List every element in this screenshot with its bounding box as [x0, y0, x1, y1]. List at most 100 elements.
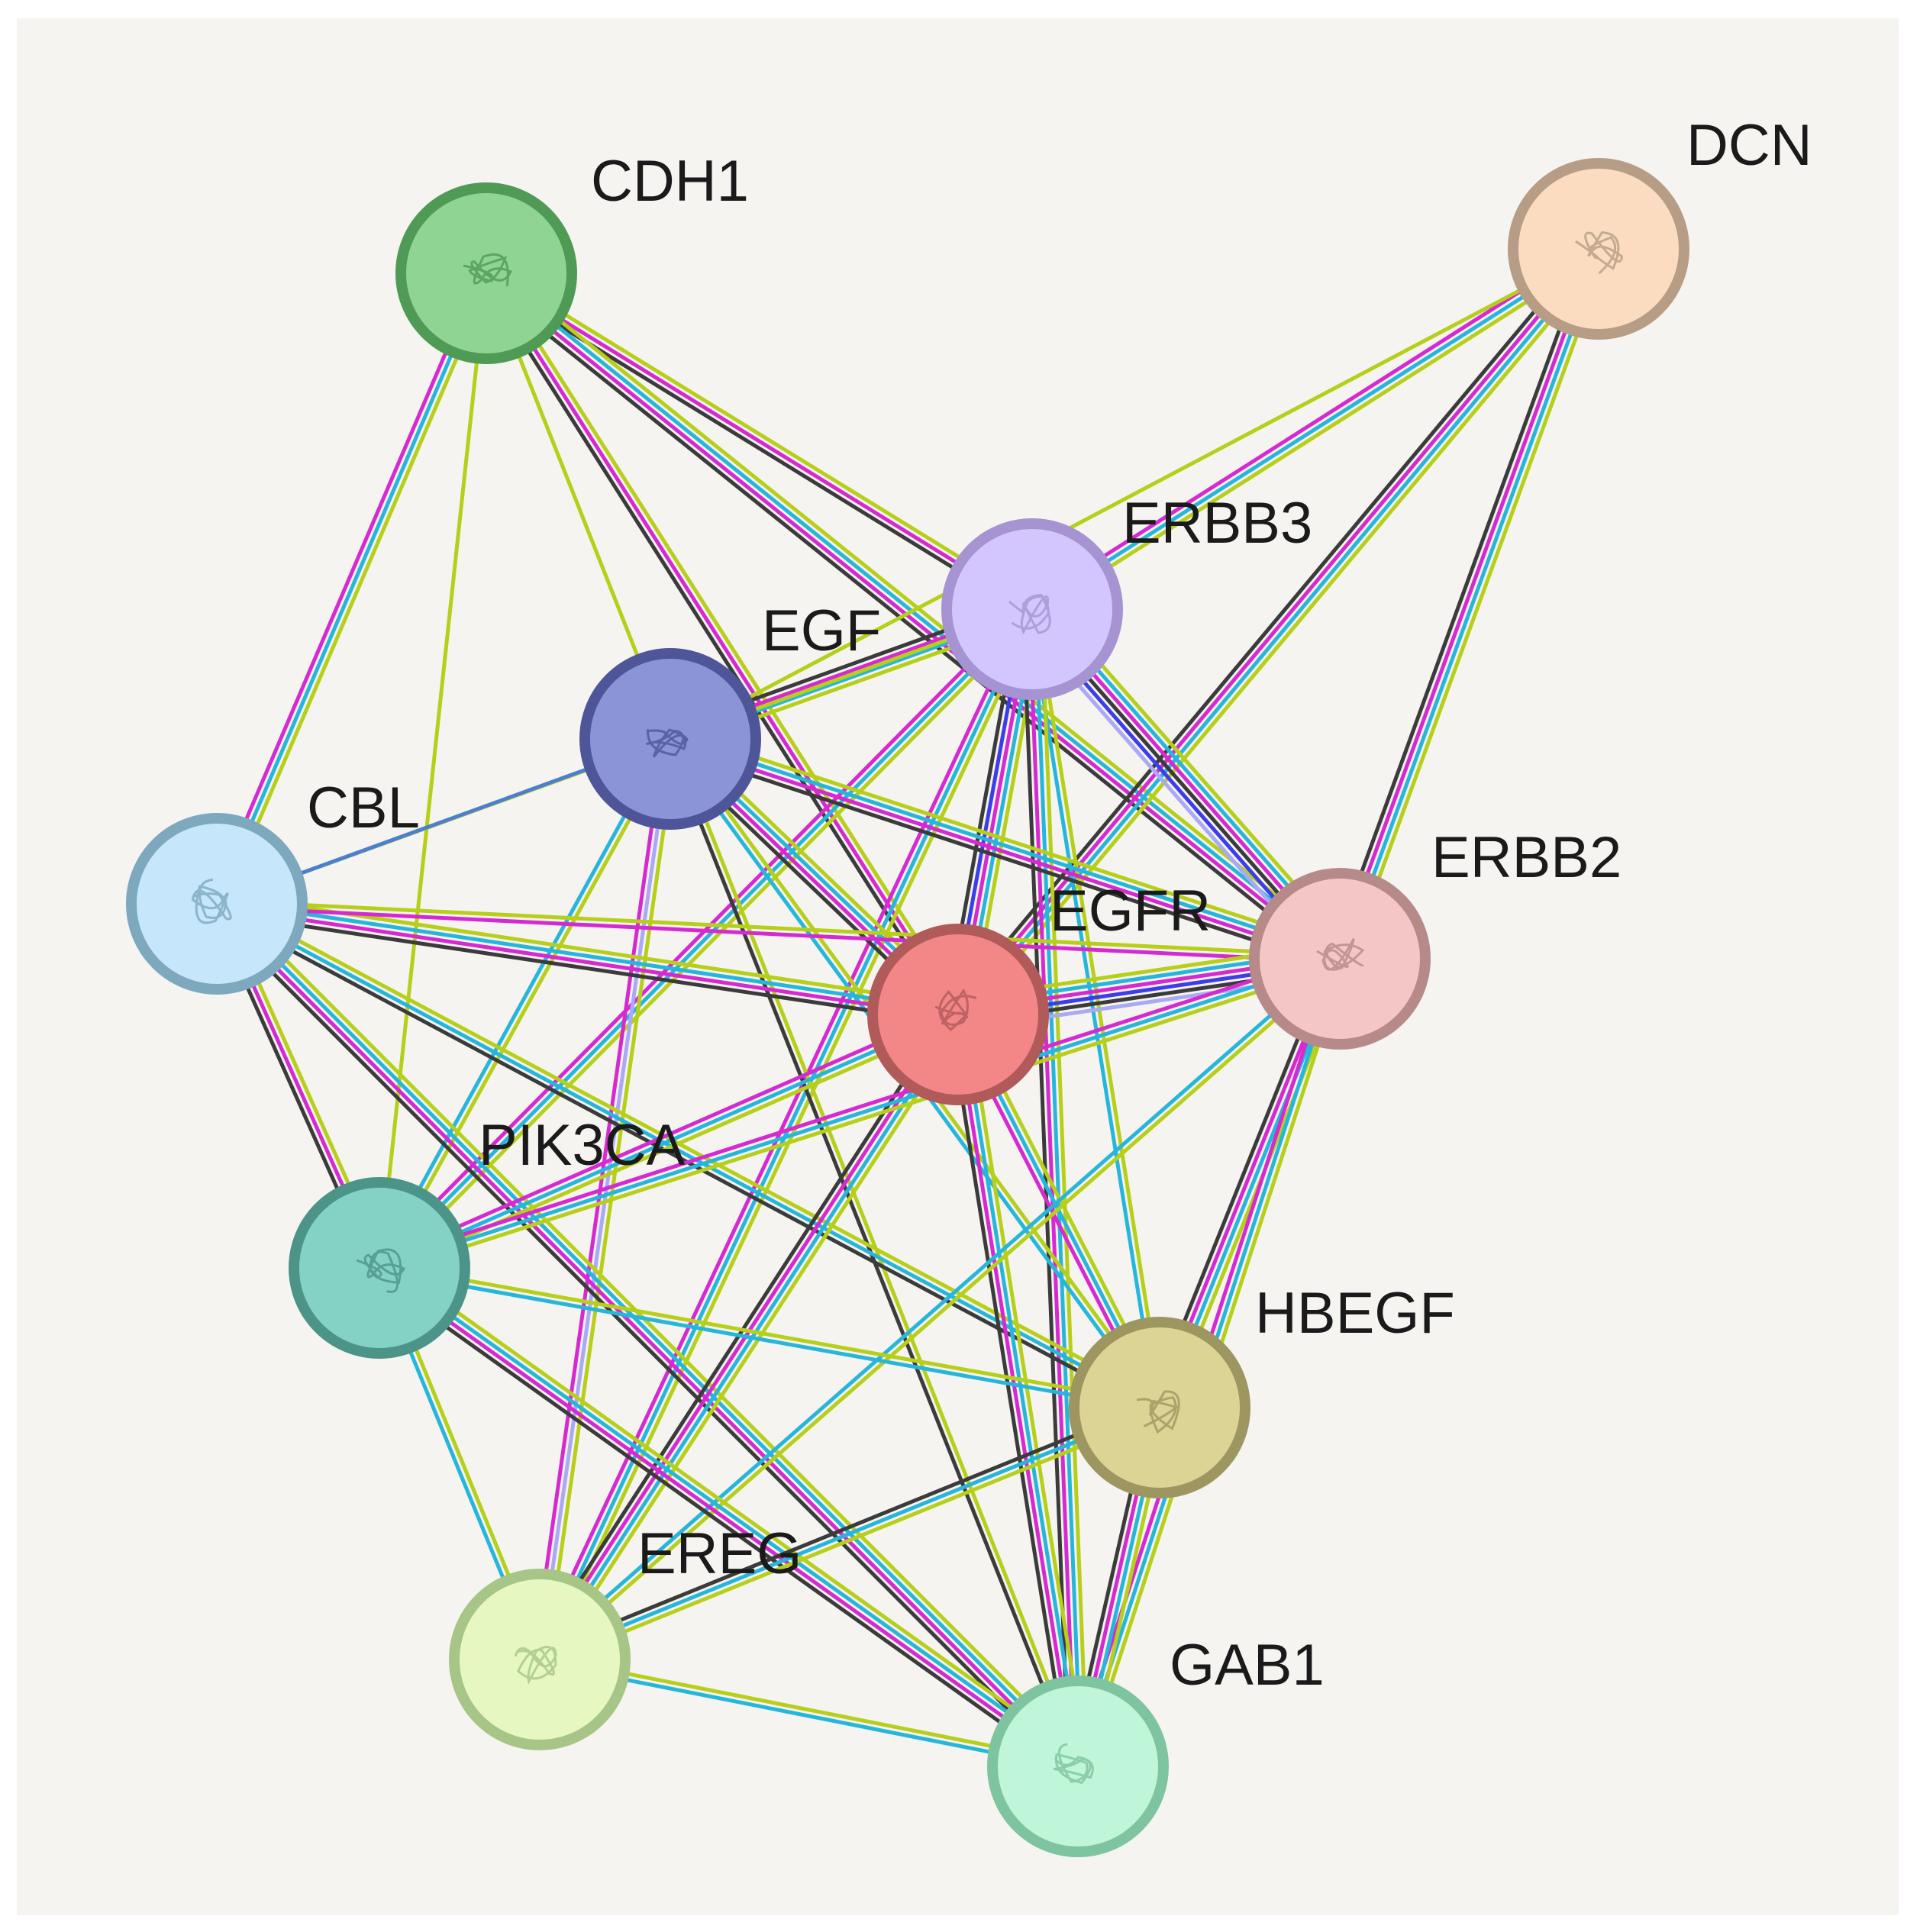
edge-strand-coexpression: [479, 275, 955, 1019]
edge-strand-experiment: [954, 245, 1598, 1014]
node-circle[interactable]: [126, 813, 308, 995]
edge-strand-experiment: [376, 1007, 957, 1264]
node-hbegf[interactable]: HBEGF: [1069, 1281, 1455, 1498]
edge-strand-database: [379, 956, 1341, 1270]
edge-strand-experiment: [216, 905, 958, 1020]
node-label: EGFR: [1050, 879, 1211, 943]
protein-structure-icon: [1316, 937, 1365, 971]
node-egf[interactable]: EGF: [579, 598, 881, 830]
edge-strand-experiment: [373, 603, 1030, 1266]
edge-strand-textmining: [672, 728, 1344, 952]
node-cbl[interactable]: CBL: [126, 776, 420, 995]
edge-strand-textmining: [1039, 608, 1089, 1766]
protein-structure-icon: [463, 253, 512, 286]
protein-structure-icon: [514, 1646, 557, 1685]
edge-cdh1-erbb2: [479, 264, 1347, 968]
edge-strand-coexpression: [666, 746, 1338, 969]
node-circle[interactable]: [1508, 158, 1689, 340]
edge-strand-database: [486, 269, 1344, 958]
edge-dcn-erbb2: [1329, 245, 1609, 963]
node-gab1[interactable]: GAB1: [987, 1633, 1325, 1857]
node-dcn[interactable]: DCN: [1508, 113, 1812, 340]
node-pik3ca[interactable]: PIK3CA: [289, 1113, 686, 1359]
node-label: HBEGF: [1255, 1281, 1455, 1346]
edge-erbb2-ereg: [536, 955, 1344, 1663]
edge-strand-experiment: [953, 1014, 1077, 1768]
edge-strand-textmining: [1034, 252, 1603, 616]
edge-strand-textmining: [379, 1263, 1161, 1407]
node-egfr[interactable]: EGFR: [867, 879, 1211, 1105]
edge-strand-database: [537, 608, 1034, 1661]
edge-erbb3-pik3ca: [373, 603, 1038, 1274]
edge-strand-coexpression: [1329, 245, 1592, 956]
node-circle[interactable]: [1249, 868, 1431, 1050]
node-label: EGF: [762, 598, 881, 663]
protein-structure-icon: [1008, 594, 1051, 635]
edge-strand-textmining: [488, 266, 1037, 606]
node-circle[interactable]: [1069, 1317, 1250, 1498]
edge-strand-homology_light: [537, 738, 673, 1660]
node-ereg[interactable]: EREG: [449, 1521, 802, 1750]
edge-strand-database: [1033, 608, 1083, 1766]
edge-strand-database: [959, 1013, 1083, 1766]
edge-strand-textmining: [217, 898, 1341, 958]
edge-strand-textmining: [540, 1654, 1079, 1766]
edge-dcn-egf: [669, 247, 1600, 741]
edge-strand-database: [379, 1263, 1081, 1766]
edge-strand-experiment: [376, 951, 1339, 1264]
edge-strand-coexpression: [482, 276, 1031, 616]
edge-pik3ca-gab1: [373, 1259, 1085, 1776]
node-label: PIK3CA: [479, 1113, 686, 1178]
node-label: CBL: [307, 776, 420, 840]
edge-cbl-erbb2: [216, 898, 1341, 964]
protein-structure-icon: [934, 988, 977, 1031]
edge-strand-experiment: [1028, 242, 1597, 606]
edge-strand-textmining: [380, 739, 675, 1271]
edge-strand-experiment: [668, 740, 1340, 964]
edge-hbegf-ereg: [537, 1400, 1163, 1667]
edge-strand-experiment: [213, 905, 1077, 1770]
edge-egfr-gab1: [947, 1012, 1089, 1769]
edge-strand-textmining: [963, 253, 1608, 1022]
protein-structure-icon: [646, 728, 689, 758]
edge-strand-experiment: [1334, 247, 1598, 959]
edge-strand-database: [215, 273, 489, 905]
edge-strand-textmining: [965, 1012, 1089, 1766]
protein-structure-icon: [1136, 1390, 1180, 1434]
node-cdh1[interactable]: CDH1: [395, 149, 749, 364]
edge-strand-database: [378, 608, 1034, 1269]
edge-strand-database: [218, 900, 1082, 1766]
edge-strand-coexpression: [949, 241, 1593, 1010]
edge-strand-database: [375, 736, 670, 1268]
edge-strand-textmining: [489, 269, 965, 1013]
edge-strand-experiment: [376, 1269, 1078, 1771]
edge-strand-textmining: [380, 963, 1343, 1276]
edge-strand-database: [1341, 249, 1604, 961]
edge-strand-textmining: [1346, 251, 1609, 963]
edge-ereg-gab1: [538, 1654, 1079, 1772]
edge-strand-textmining: [382, 611, 1038, 1274]
node-circle[interactable]: [941, 518, 1123, 700]
edge-strand-experiment: [482, 274, 1340, 963]
edge-strand-textmining: [541, 1411, 1163, 1667]
edge-egf-erbb2: [666, 728, 1344, 969]
node-label: ERBB2: [1431, 825, 1622, 890]
edge-strand-database: [538, 1660, 1078, 1772]
node-circle[interactable]: [987, 1676, 1169, 1857]
edge-strand-database: [539, 1405, 1160, 1662]
edge-strand-coexpression: [537, 1400, 1158, 1656]
node-erbb2[interactable]: ERBB2: [1249, 825, 1622, 1050]
edge-strand-coexpression: [373, 1273, 1074, 1776]
edge-strand-textmining: [221, 895, 1086, 1762]
node-erbb3[interactable]: ERBB3: [941, 491, 1312, 700]
node-label: EREG: [637, 1521, 802, 1586]
edge-strand-database: [536, 955, 1340, 1659]
node-label: CDH1: [591, 149, 749, 214]
edge-strand-database: [1031, 247, 1600, 611]
edge-strand-textmining: [669, 247, 1600, 741]
edge-strand-coexpression: [215, 911, 957, 1026]
edge-strand-database: [670, 734, 1342, 958]
edge-strand-textmining: [377, 273, 489, 1269]
